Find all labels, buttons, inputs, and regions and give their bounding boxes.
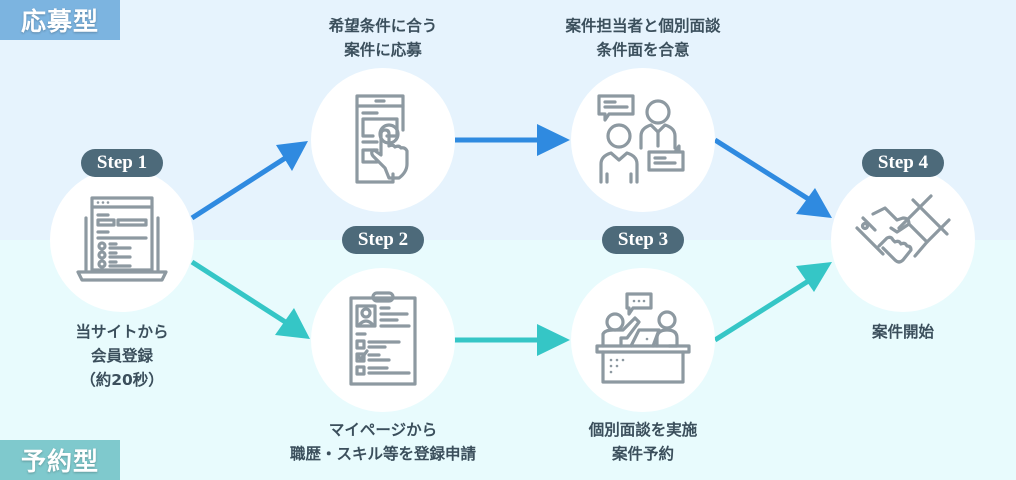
arrow-interview-to-step4 — [713, 137, 812, 203]
step4-badge: Step 4 — [862, 149, 944, 177]
arrowhead-step1-to-apply — [276, 141, 308, 171]
reserve-flow-arrows — [190, 259, 832, 356]
step1-badge: Step 1 — [81, 149, 163, 177]
step2-caption: マイページから 職歴・スキル等を登録申請 — [253, 418, 513, 466]
step3-circle — [571, 268, 715, 412]
step3-caption-line: 案件予約 — [611, 445, 674, 463]
arrowhead-apply-to-interview — [537, 124, 570, 156]
step2-caption-line: マイページから — [328, 421, 438, 439]
arrowhead-step2-to-step3 — [537, 324, 570, 356]
apply-interview-caption: 案件担当者と個別面談 条件面を合意 — [513, 14, 773, 62]
step4-caption-line: 案件開始 — [871, 323, 934, 341]
step1-caption-line: 会員登録 — [90, 347, 153, 365]
arrowhead-step3-to-step4 — [796, 262, 832, 292]
step4-caption: 案件開始 — [773, 320, 1016, 344]
apply-step-caption-line: 希望条件に合う — [328, 17, 438, 35]
step3-badge: Step 3 — [602, 226, 684, 254]
step2-badge: Step 2 — [342, 226, 424, 254]
arrow-step3-to-step4 — [713, 277, 812, 343]
apply-step-caption: 希望条件に合う 案件に応募 — [253, 14, 513, 62]
arrow-step1-to-step2 — [190, 259, 292, 328]
desk-interview-icon — [595, 292, 691, 384]
arrowhead-step1-to-step2 — [275, 308, 310, 339]
apply-interview-circle — [571, 68, 715, 212]
step4-circle — [831, 168, 975, 312]
arrowhead-interview-to-step4 — [796, 188, 832, 218]
step2-caption-line: 職歴・スキル等を登録申請 — [289, 445, 476, 463]
step2-circle — [311, 268, 455, 412]
step1-caption-line: （約20秒） — [80, 371, 164, 389]
apply-type-label: 応募型 — [0, 0, 120, 40]
apply-interview-caption-line: 条件面を合意 — [596, 41, 690, 59]
reserve-type-label: 予約型 — [0, 440, 120, 480]
step1-caption-line: 当サイトから — [75, 323, 169, 341]
apply-step-circle — [311, 68, 455, 212]
laptop-form-icon — [76, 196, 168, 282]
meeting-chat-icon — [597, 94, 685, 184]
smartphone-tap-icon — [355, 94, 409, 184]
step3-caption: 個別面談を実施 案件予約 — [513, 418, 773, 466]
apply-interview-caption-line: 案件担当者と個別面談 — [565, 17, 721, 35]
arrow-step1-to-apply — [190, 152, 292, 221]
handshake-icon — [855, 194, 951, 264]
step1-circle — [50, 168, 194, 312]
clipboard-profile-icon — [349, 291, 417, 386]
apply-step-caption-line: 案件に応募 — [344, 41, 422, 59]
step3-caption-line: 個別面談を実施 — [588, 421, 698, 439]
step1-caption: 当サイトから 会員登録 （約20秒） — [0, 320, 252, 392]
apply-flow-arrows — [190, 124, 832, 221]
